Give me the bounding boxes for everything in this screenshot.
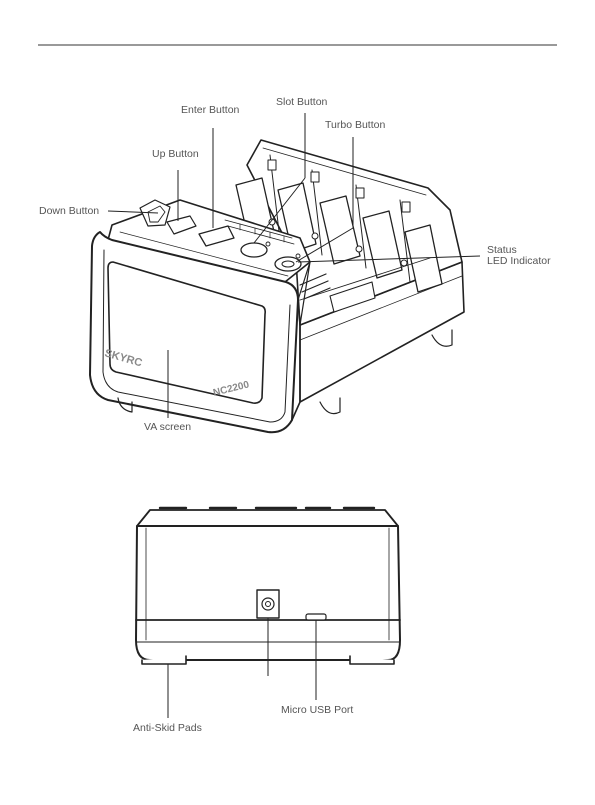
status-label-line2: LED Indicator [487,255,551,267]
va-screen-label: VA screen [144,421,191,433]
turbo-button-label: Turbo Button [325,119,385,131]
anti-skid-pads-label: Anti-Skid Pads [133,722,202,734]
up-button-label: Up Button [152,148,199,160]
micro-usb-port-label: Micro USB Port [281,704,353,716]
charger-perspective-drawing: SKYRC NC2200 [90,140,464,432]
down-button-label: Down Button [39,205,99,217]
enter-button-label: Enter Button [181,104,239,116]
slot-button-label: Slot Button [276,96,327,108]
